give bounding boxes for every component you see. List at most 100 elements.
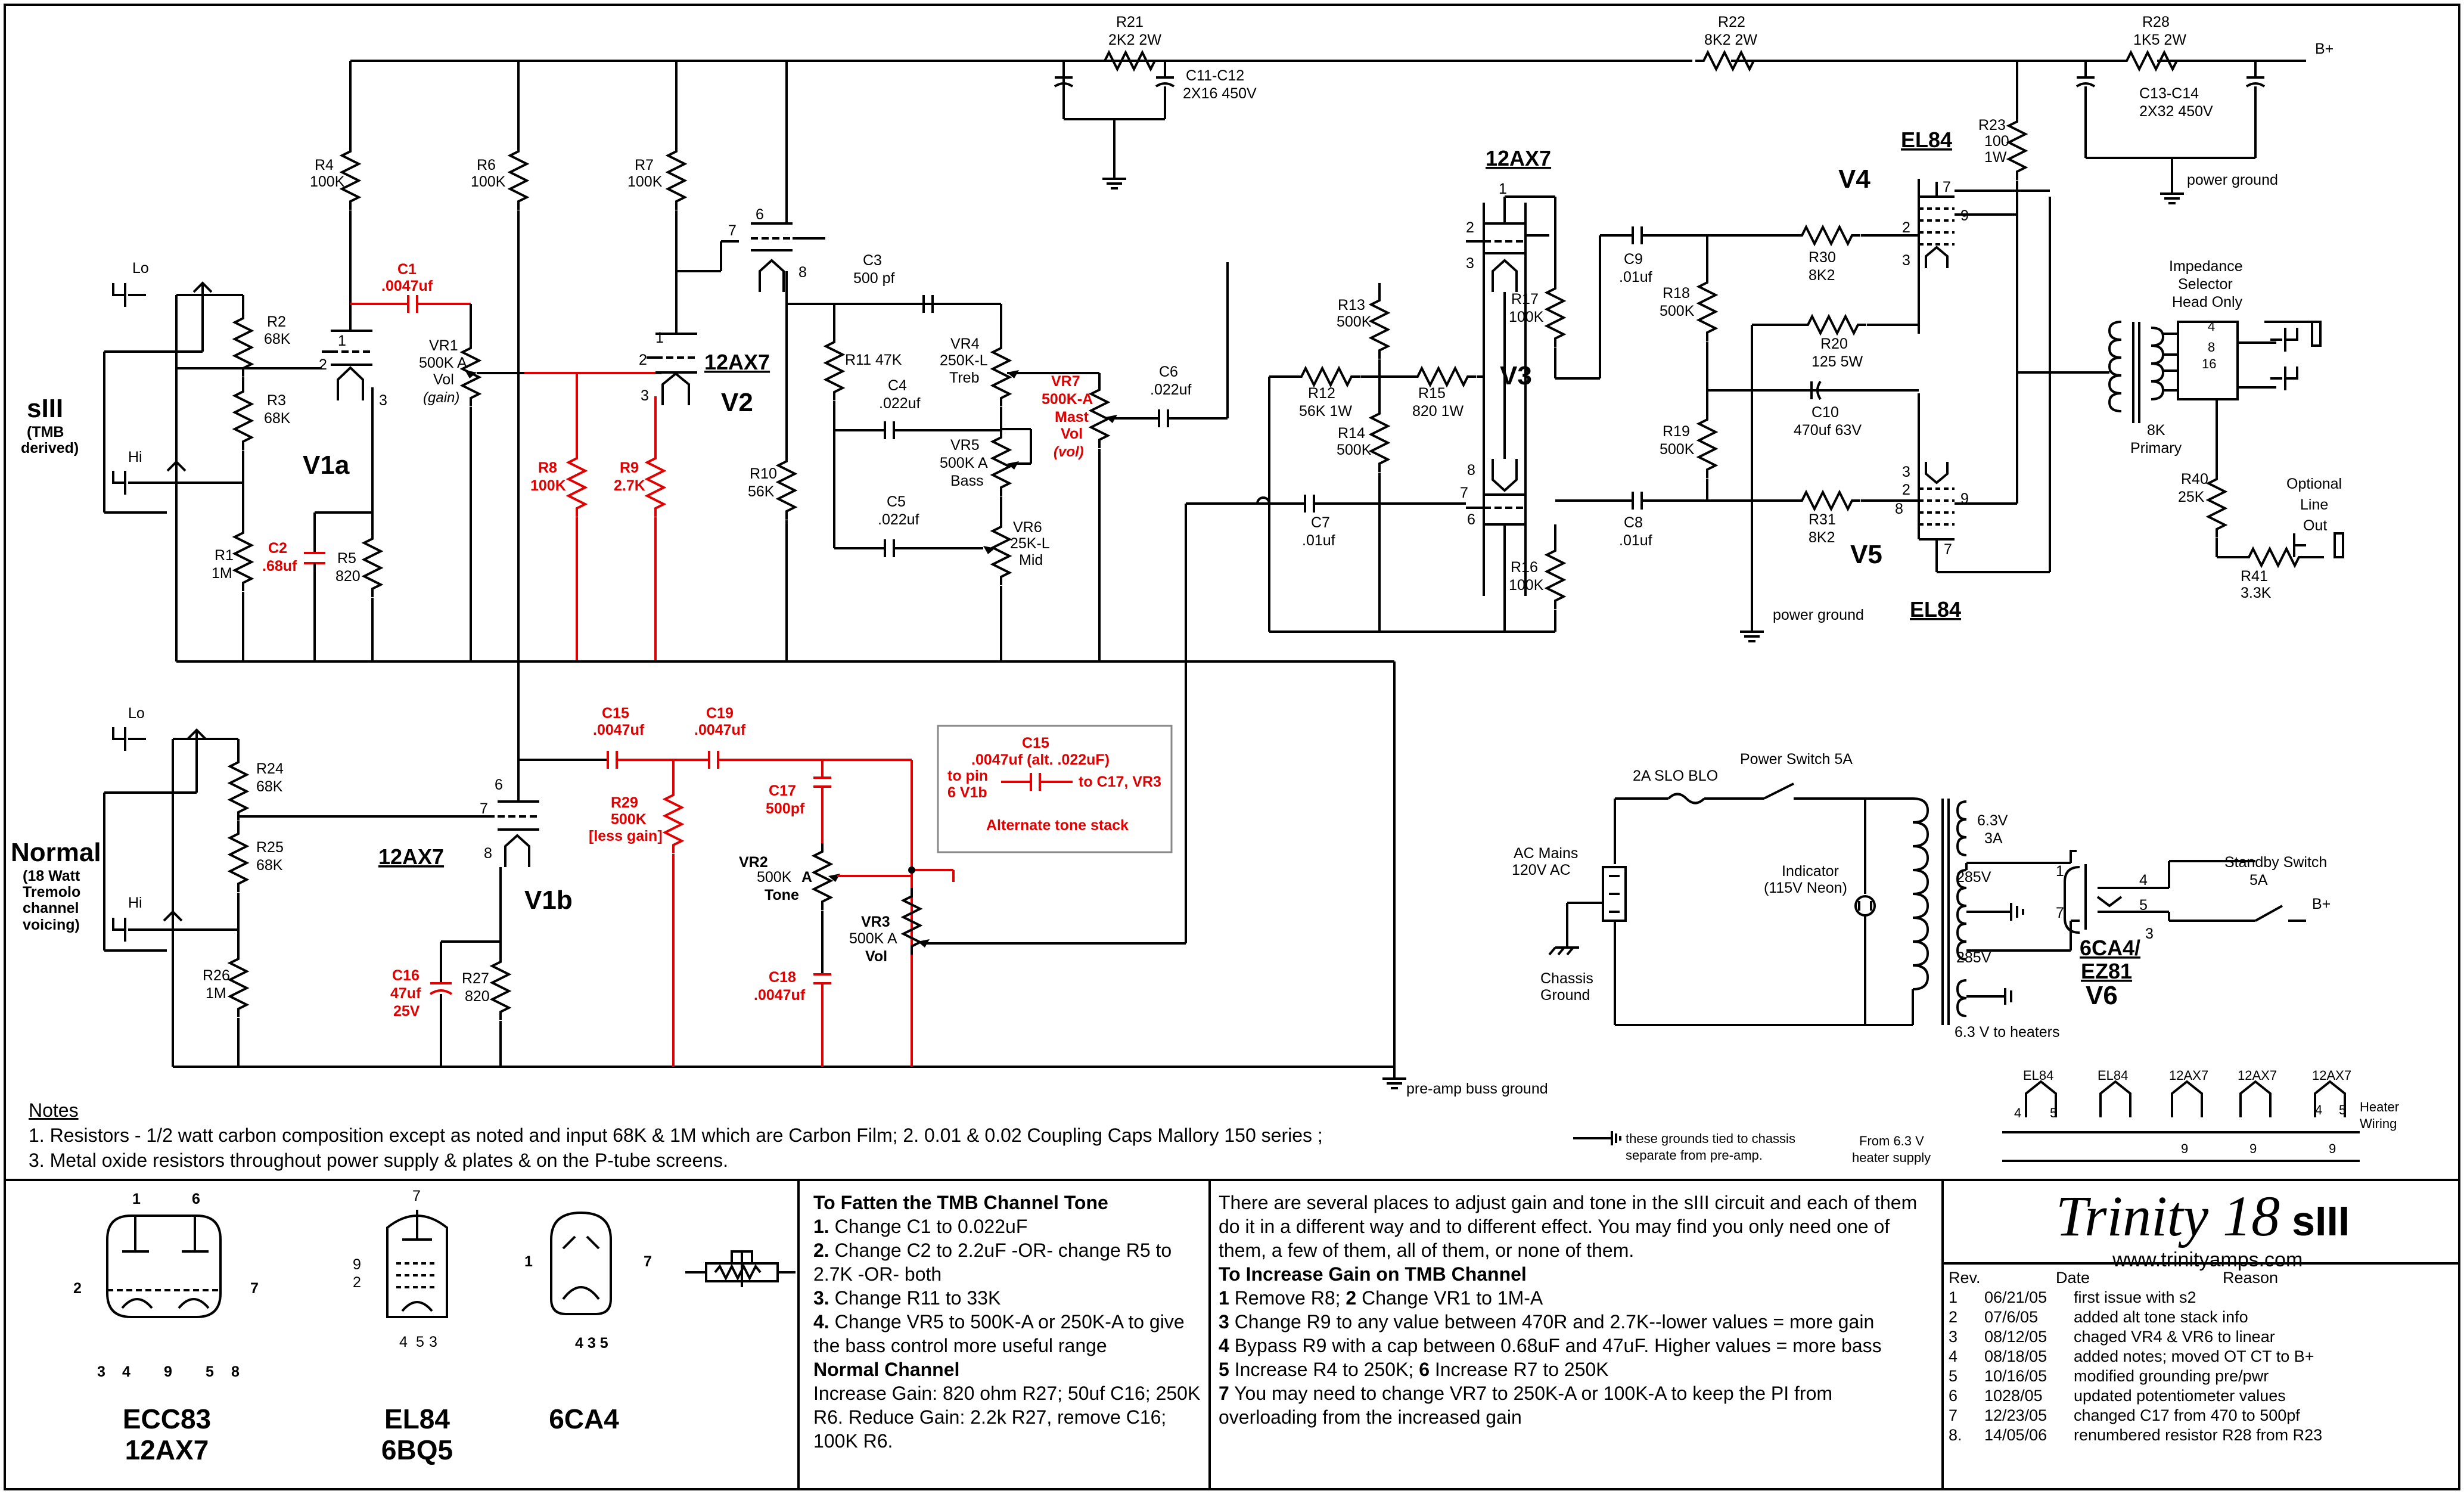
c2v-label: .68uf [262, 558, 297, 574]
svg-text:2: 2 [1466, 219, 1474, 236]
c18-label: C18 [769, 969, 796, 986]
lo2-label: Lo [128, 705, 145, 722]
r20-label: R20 [1820, 336, 1848, 352]
gain-box: There are several places to adjust gain … [1219, 1192, 1918, 1428]
svg-text:3: 3 [429, 1334, 437, 1350]
title-name: Trinity 18 [2056, 1184, 2280, 1248]
svg-text:1: 1 [655, 330, 664, 346]
normal-channel-title: Normal Channel [813, 1359, 960, 1380]
svg-text:4: 4 [399, 1334, 408, 1350]
vr7c-label: Vol [1061, 425, 1083, 442]
v2-stage: R7 100K 1 2 3 12AX7 V2 7 6 8 R10 56K [627, 61, 864, 661]
r9v-label: 2.7K [614, 477, 645, 494]
vr1a-label: 500K A [419, 355, 467, 371]
r8-r9-mods: R8 100K R9 2.7K [524, 372, 665, 661]
svg-text:7: 7 [480, 800, 488, 817]
r8v-label: 100K [530, 477, 566, 494]
notes-heading: Notes [29, 1099, 79, 1121]
vr2-label: VR2 [739, 854, 768, 871]
svg-text:3: 3 [379, 392, 387, 409]
c8-label: C8 [1624, 514, 1643, 531]
ez81-label: EZ81 [2081, 959, 2132, 983]
6ca4-label: 6CA4 [549, 1403, 619, 1434]
v4-label: V4 [1838, 164, 1870, 194]
vr7-label: VR7 [1051, 373, 1080, 390]
fatten-tone-box: To Fatten the TMB Channel Tone 1. Change… [813, 1192, 1201, 1452]
r5v-label: 820 [335, 568, 361, 585]
r19v-label: 500K [1660, 441, 1695, 458]
vr6a-label: 25K-L [1010, 535, 1050, 552]
svg-text:3: 3 [1902, 252, 1910, 269]
svg-text:3: 3 [97, 1363, 105, 1380]
c1-label: C1 [397, 261, 417, 278]
svg-text:7: 7 [412, 1188, 421, 1204]
alt-to3-label: to C17, VR3 [1079, 774, 1161, 790]
r18-label: R18 [1663, 285, 1690, 302]
svg-text:16: 16 [2202, 356, 2216, 371]
r29b-label: [less gain] [589, 828, 663, 844]
svg-text:7: 7 [1944, 541, 1952, 558]
c4-label: C4 [888, 377, 907, 394]
siii-sub2-label: derived) [21, 440, 79, 456]
r18v-label: 500K [1660, 303, 1695, 319]
svg-text:9: 9 [2329, 1141, 2336, 1156]
preamp-ground-bus: pre-amp buss ground [176, 660, 1548, 1097]
c13v-label: 2X32 450V [2139, 103, 2213, 120]
ind2-label: (115V Neon) [1764, 880, 1847, 896]
r12v-label: 56K 1W [1299, 403, 1352, 420]
svg-text:6: 6 [192, 1191, 200, 1207]
c1v-label: .0047uf [381, 278, 433, 294]
c16-label: C16 [392, 967, 420, 984]
b-plus-label: B+ [2315, 41, 2334, 57]
c5v-label: .022uf [878, 511, 919, 528]
ind1-label: Indicator [1782, 863, 1839, 880]
website-url: www.trinityamps.com [2112, 1248, 2303, 1271]
r21-label: R21 [1116, 14, 1144, 30]
r16-label: R16 [1511, 559, 1538, 576]
opt2-label: Line [2300, 496, 2328, 513]
r14-label: R14 [1338, 425, 1365, 442]
c3v-label: 500 pf [853, 270, 895, 287]
c9v-label: .01uf [1619, 269, 1652, 285]
r19-label: R19 [1663, 423, 1690, 440]
svg-text:9: 9 [353, 1256, 361, 1273]
el84-label: EL84 6BQ5 [381, 1403, 453, 1465]
svg-text:5: 5 [416, 1334, 424, 1350]
r17v-label: 100K [1509, 309, 1544, 325]
svg-text:7: 7 [250, 1280, 259, 1297]
title-model: sIII [2292, 1198, 2350, 1244]
svg-text:7: 7 [1460, 484, 1468, 501]
r4v-label: 100K [310, 173, 345, 190]
svg-text:4: 4 [2014, 1105, 2021, 1120]
vr2b-label: A [801, 869, 812, 886]
vr1c-label: (gain) [423, 390, 459, 406]
el84-top-label: EL84 [1901, 128, 1952, 152]
r41-label: R41 [2241, 568, 2268, 585]
normal-label: Normal [11, 838, 101, 867]
c6-label: C6 [1159, 364, 1178, 380]
opt3-label: Out [2303, 517, 2327, 534]
r28-label: R28 [2142, 14, 2170, 30]
r15-label: R15 [1418, 385, 1446, 402]
pwr-sw-label: Power Switch 5A [1740, 751, 1853, 768]
vr7d-label: (vol) [1054, 444, 1084, 460]
svg-text:2: 2 [353, 1274, 361, 1291]
c16a-label: 47uf [390, 985, 421, 1002]
tmb-tone-stack: C3 500 pf R11 47K VR4 250K-L Treb VR5 50… [825, 252, 1099, 661]
svg-text:4 3 5: 4 3 5 [575, 1335, 608, 1352]
svg-text:8: 8 [798, 264, 807, 281]
heater-wiring2-label: Wiring [2360, 1116, 2397, 1131]
r1-label: R1 [215, 547, 234, 564]
power-supply: 2A SLO BLO Power Switch 5A AC Mains 120V… [1512, 751, 2331, 1163]
gnd-note1-label: these grounds tied to chassis [1626, 1131, 1795, 1146]
vr3-label: VR3 [861, 914, 890, 930]
normal-sub1-label: (18 Watt [23, 868, 80, 884]
preamp-gnd-label: pre-amp buss ground [1406, 1080, 1548, 1097]
r26v-label: 1M [206, 985, 226, 1002]
r6-label: R6 [477, 157, 496, 173]
r13-label: R13 [1338, 297, 1365, 313]
notes-block: Notes 1. Resistors - 1/2 watt carbon com… [29, 1098, 1459, 1173]
r16v-label: 100K [1509, 577, 1544, 594]
r2v-label: 68K [264, 331, 291, 347]
gain-title: To Increase Gain on TMB Channel [1219, 1263, 1527, 1285]
